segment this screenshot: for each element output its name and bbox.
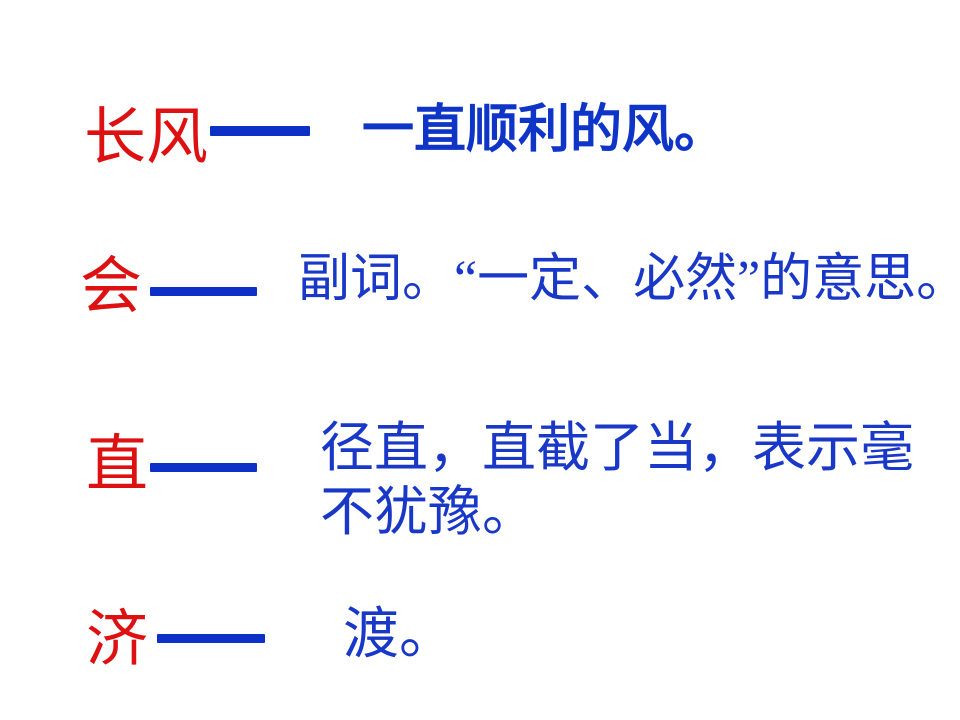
term-text: 会	[80, 253, 143, 321]
definition-line: 径直，直截了当，表示毫	[320, 418, 914, 478]
definition-text: 渡。	[343, 604, 455, 666]
connector-dash	[150, 287, 257, 296]
term-text: 长风	[84, 104, 209, 172]
definition-text: 一直顺利的风。	[362, 101, 727, 159]
term-text: 直	[86, 431, 149, 499]
definition-text: 径直，直截了当，表示毫 不犹豫。	[320, 416, 914, 544]
definition-line: 不犹豫。	[320, 482, 536, 542]
connector-dash	[157, 634, 265, 643]
connector-dash	[210, 126, 310, 136]
connector-dash	[150, 463, 257, 472]
definition-text: 副词。“一定、必然”的意思。	[298, 251, 960, 308]
term-text: 济	[86, 606, 149, 674]
